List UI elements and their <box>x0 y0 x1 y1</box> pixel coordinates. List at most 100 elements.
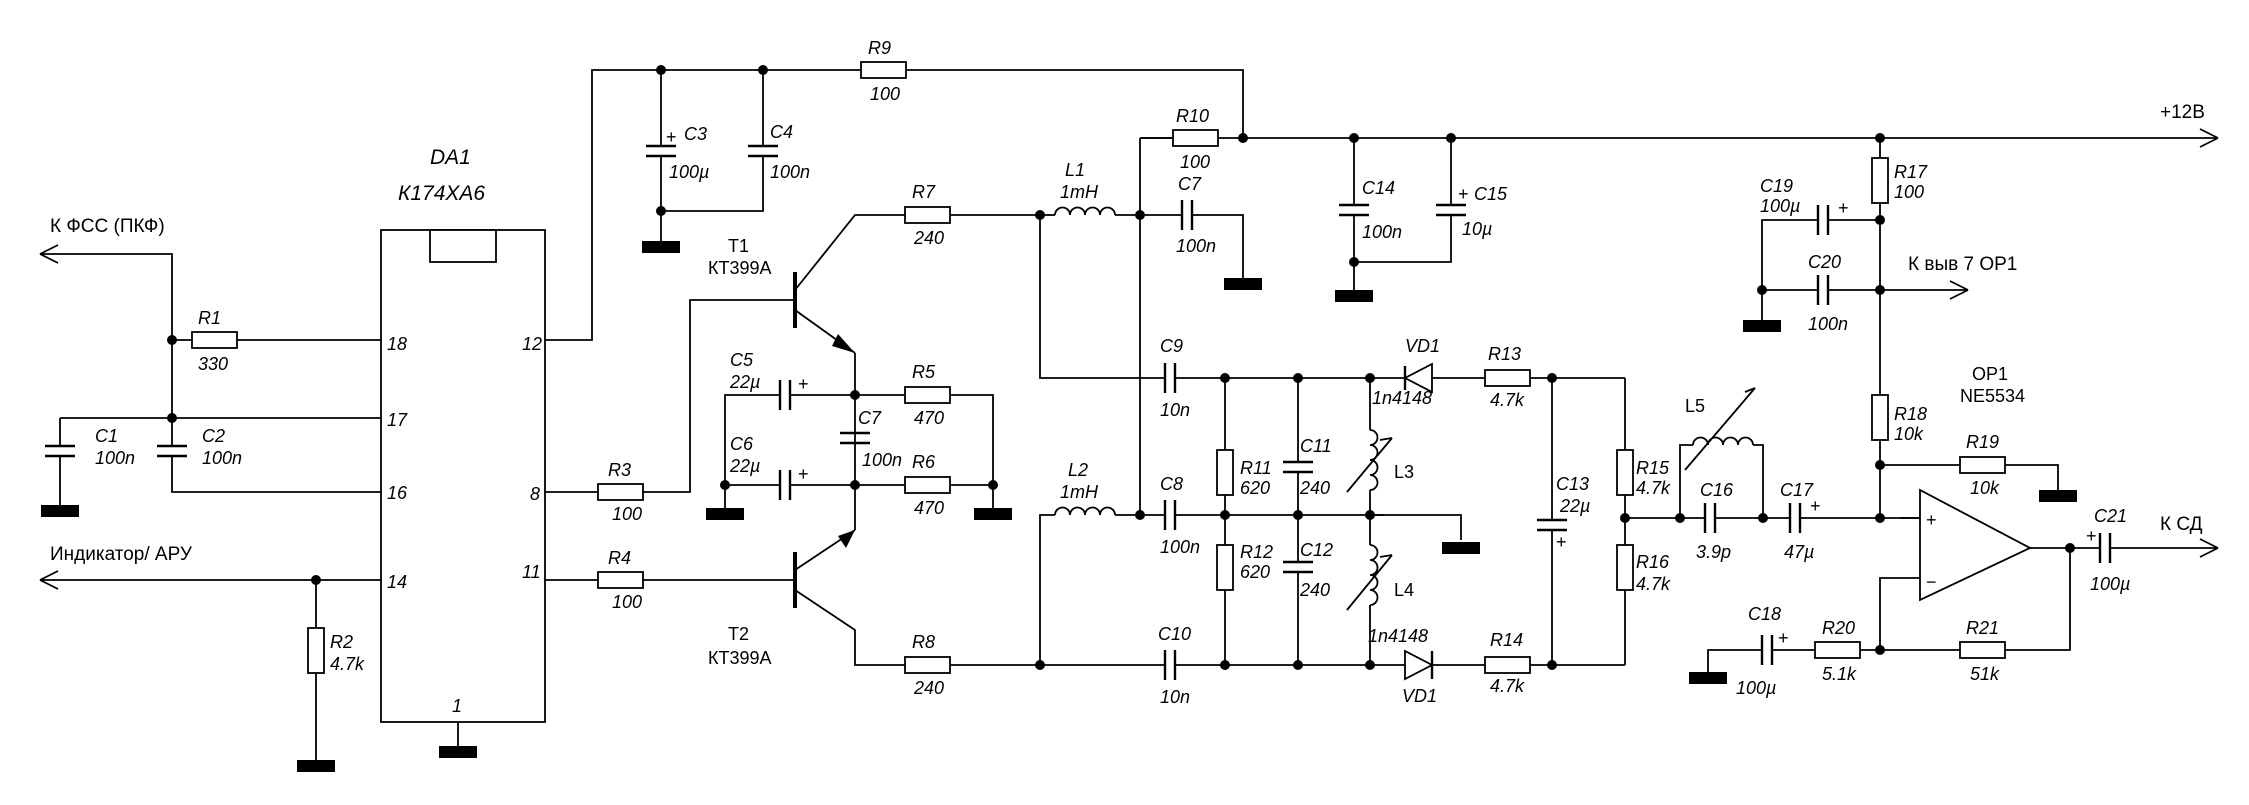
c13-val: 22µ <box>1559 496 1590 516</box>
c17-ref: C17 <box>1780 480 1814 500</box>
c5-val: 22µ <box>729 372 760 392</box>
c4-val: 100n <box>770 162 810 182</box>
l5-ref: L5 <box>1685 396 1705 416</box>
c1-ref: C1 <box>95 426 118 446</box>
ic-ref: DA1 <box>430 146 471 169</box>
c17-plus: + <box>1810 496 1821 516</box>
pin-1: 1 <box>452 696 462 716</box>
c1-val: 100n <box>95 448 135 468</box>
c18-plus: + <box>1778 628 1789 648</box>
pin-11: 11 <box>522 562 541 582</box>
vd1a-ref: VD1 <box>1405 336 1440 356</box>
c3-ref: C3 <box>684 124 707 144</box>
net-fss: К ФСС (ПКФ) <box>50 216 165 237</box>
r10-val: 100 <box>1180 152 1210 172</box>
t2-ref: T2 <box>728 624 749 644</box>
r4-val: 100 <box>612 592 642 612</box>
r10-body <box>1172 129 1219 147</box>
c12-ref: C12 <box>1300 540 1333 560</box>
c5-ref: C5 <box>730 350 754 370</box>
pin-8: 8 <box>530 484 540 504</box>
c14-val: 100n <box>1362 222 1402 242</box>
r15-ref: R15 <box>1636 458 1670 478</box>
c19-plus: + <box>1838 198 1849 218</box>
c8-ref: C8 <box>1160 474 1183 494</box>
r15-val: 4.7k <box>1636 478 1671 498</box>
inductor-section: L1 1mH C7 100n C9 10n L2 1mH C8 100n C10… <box>1035 160 1384 707</box>
c4-ref: C4 <box>770 122 793 142</box>
c17-val: 47µ <box>1784 542 1814 562</box>
r14-val: 4.7k <box>1490 676 1525 696</box>
r6-ref: R6 <box>912 452 936 472</box>
c21-val: 100µ <box>2090 574 2130 594</box>
c10-ref: C10 <box>1158 624 1191 644</box>
r12-ref: R12 <box>1240 542 1273 562</box>
t1-ref: T1 <box>728 236 749 256</box>
r9-ref: R9 <box>868 38 891 58</box>
r8-val: 240 <box>913 678 944 698</box>
c15-plus: + <box>1458 184 1469 204</box>
r17-val: 100 <box>1894 182 1924 202</box>
c21-ref: C21 <box>2094 506 2127 526</box>
c16-ref: C16 <box>1700 480 1734 500</box>
vd1b-ref: VD1 <box>1402 686 1437 706</box>
r11-ref: R11 <box>1240 458 1272 478</box>
transistor-stage: R3 100 R4 100 T1 КТ399А T2 КТ399А C7 100… <box>545 182 1040 698</box>
net-supply: +12В <box>2160 102 2205 123</box>
t2-part: КТ399А <box>708 648 772 668</box>
r12-val: 620 <box>1240 562 1270 582</box>
c19-ref: C19 <box>1760 176 1793 196</box>
r3-val: 100 <box>612 504 642 524</box>
opamp-ref: OP1 <box>1972 364 2008 384</box>
pin-14: 14 <box>387 572 407 592</box>
c7b-ref: C7 <box>1178 174 1202 194</box>
opamp-minus: − <box>1926 572 1937 592</box>
c20-val: 100n <box>1808 314 1848 334</box>
r4-ref: R4 <box>608 548 631 568</box>
r7-val: 240 <box>913 228 944 248</box>
c9-ref: C9 <box>1160 336 1183 356</box>
r2-val: 4.7k <box>330 654 365 674</box>
c2-ref: C2 <box>202 426 225 446</box>
l1-ref: L1 <box>1065 160 1085 180</box>
c8-val: 100n <box>1160 537 1200 557</box>
c6-plus: + <box>798 464 809 484</box>
r16-ref: R16 <box>1636 552 1670 572</box>
r13-ref: R13 <box>1488 344 1521 364</box>
r5-val: 470 <box>914 408 944 428</box>
r21-val: 51k <box>1970 664 2000 684</box>
r21-ref: R21 <box>1966 618 1999 638</box>
vd1b-part: 1n4148 <box>1368 626 1428 646</box>
left-section: К ФСС (ПКФ) R1 330 C1 100n C2 100n Индик… <box>39 216 381 772</box>
r18-ref: R18 <box>1894 404 1927 424</box>
r1-val: 330 <box>198 354 228 374</box>
c18-val: 100µ <box>1736 678 1776 698</box>
t1-part: КТ399А <box>708 258 772 278</box>
c12-val: 240 <box>1299 580 1330 600</box>
c3-val: 100µ <box>669 162 709 182</box>
r20-val: 5.1k <box>1822 664 1857 684</box>
c11-val: 240 <box>1299 478 1330 498</box>
c7a-ref: C7 <box>858 408 882 428</box>
supply-section: R9 100 + C3 100µ C4 100n +12В R10 100 C1… <box>545 38 2219 341</box>
l3-ref: L3 <box>1394 462 1414 482</box>
c9-val: 10n <box>1160 400 1190 420</box>
net-op-pin7: К выв 7 OP1 <box>1908 254 2017 275</box>
vd1a-part: 1n4148 <box>1372 388 1432 408</box>
l2-val: 1mH <box>1060 482 1099 502</box>
l1-val: 1mH <box>1060 182 1099 202</box>
r1-ref: R1 <box>198 308 221 328</box>
pin-12: 12 <box>522 334 542 354</box>
pin-18: 18 <box>387 334 407 354</box>
c16-val: 3.9p <box>1696 542 1731 562</box>
c7b-val: 100n <box>1176 236 1216 256</box>
c18-ref: C18 <box>1748 604 1781 624</box>
c20-ref: C20 <box>1808 252 1841 272</box>
r3-ref: R3 <box>608 460 631 480</box>
c5-plus: + <box>798 374 809 394</box>
r20-ref: R20 <box>1822 618 1855 638</box>
r13-val: 4.7k <box>1490 390 1525 410</box>
c2-val: 100n <box>202 448 242 468</box>
r6-val: 470 <box>914 498 944 518</box>
r7-ref: R7 <box>912 182 936 202</box>
